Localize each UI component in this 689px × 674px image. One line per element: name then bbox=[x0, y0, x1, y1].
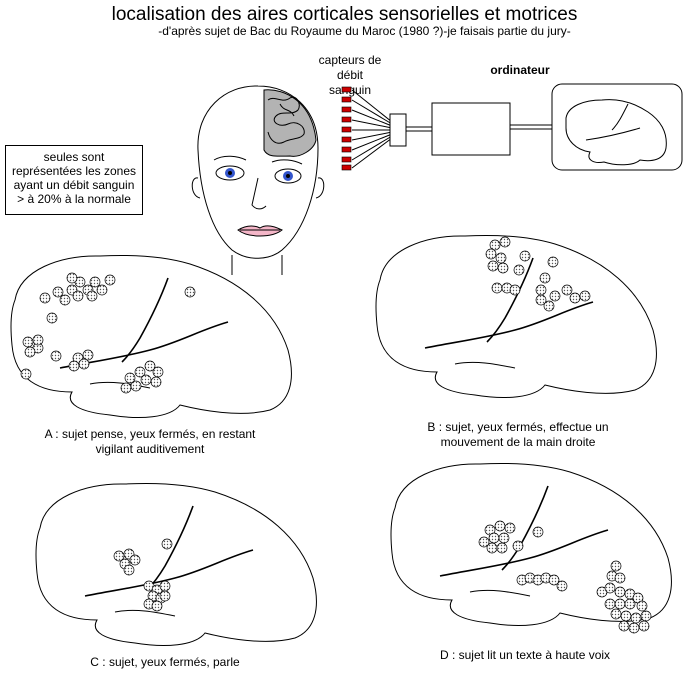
lips-icon bbox=[237, 225, 283, 237]
brow-right bbox=[271, 159, 303, 165]
caption-b-line: B : sujet, yeux fermés, effectue un bbox=[427, 420, 609, 434]
ear-left bbox=[191, 177, 201, 199]
connector-box bbox=[389, 113, 407, 147]
processing-unit bbox=[431, 102, 511, 156]
brain-a bbox=[10, 254, 293, 419]
sensor-icon bbox=[341, 156, 352, 163]
sensor-icon bbox=[341, 86, 352, 93]
legend-line: ayant un débit sanguin bbox=[13, 178, 135, 192]
legend-line: seules sont bbox=[43, 150, 105, 164]
page-title: localisation des aires corticales sensor… bbox=[111, 4, 578, 25]
cable bbox=[406, 126, 432, 132]
legend-box: seules sont représentées les zones ayant… bbox=[5, 145, 143, 215]
brow-left bbox=[213, 155, 247, 161]
sensor-icon bbox=[341, 146, 352, 153]
page-subtitle: -d'après sujet de Bac du Royaume du Maro… bbox=[158, 24, 571, 38]
brain-folds bbox=[267, 96, 305, 144]
brain-b bbox=[375, 234, 658, 399]
caption-c: C : sujet, yeux fermés, parle bbox=[90, 655, 240, 669]
active-zones-b bbox=[485, 236, 591, 312]
head-outline bbox=[231, 255, 283, 275]
caption-a: A : sujet pense, yeux fermés, en restant… bbox=[10, 427, 290, 457]
sensor-icon bbox=[341, 126, 352, 133]
active-zones-d bbox=[478, 520, 652, 634]
cable bbox=[510, 124, 552, 130]
active-zones-c bbox=[113, 538, 173, 612]
caption-d: D : sujet lit un texte à haute voix bbox=[439, 648, 611, 662]
brain-c bbox=[35, 482, 318, 647]
sensor-icon bbox=[341, 96, 352, 103]
sensor-icon bbox=[341, 116, 352, 123]
sensor-icon bbox=[341, 136, 352, 143]
blood-flow-sensors bbox=[341, 83, 683, 171]
nose bbox=[251, 177, 267, 210]
caption-a-line: vigilant auditivement bbox=[95, 442, 205, 456]
legend-line: > à 20% à la normale bbox=[17, 192, 131, 206]
sensor-icon bbox=[341, 164, 352, 171]
active-zones-a bbox=[20, 272, 196, 394]
computer-label: ordinateur bbox=[490, 63, 550, 77]
screen-brain bbox=[565, 99, 667, 166]
sensor-icon bbox=[341, 106, 352, 113]
caption-b: B : sujet, yeux fermés, effectue un mouv… bbox=[383, 420, 653, 450]
legend-line: représentées les zones bbox=[11, 164, 137, 178]
sensors-label-line: capteurs de bbox=[318, 53, 382, 67]
ear-right bbox=[315, 177, 325, 199]
brain-d bbox=[390, 462, 673, 634]
caption-a-line: A : sujet pense, yeux fermés, en restant bbox=[44, 427, 256, 441]
caption-b-line: mouvement de la main droite bbox=[440, 435, 596, 449]
head-illustration bbox=[191, 85, 325, 275]
